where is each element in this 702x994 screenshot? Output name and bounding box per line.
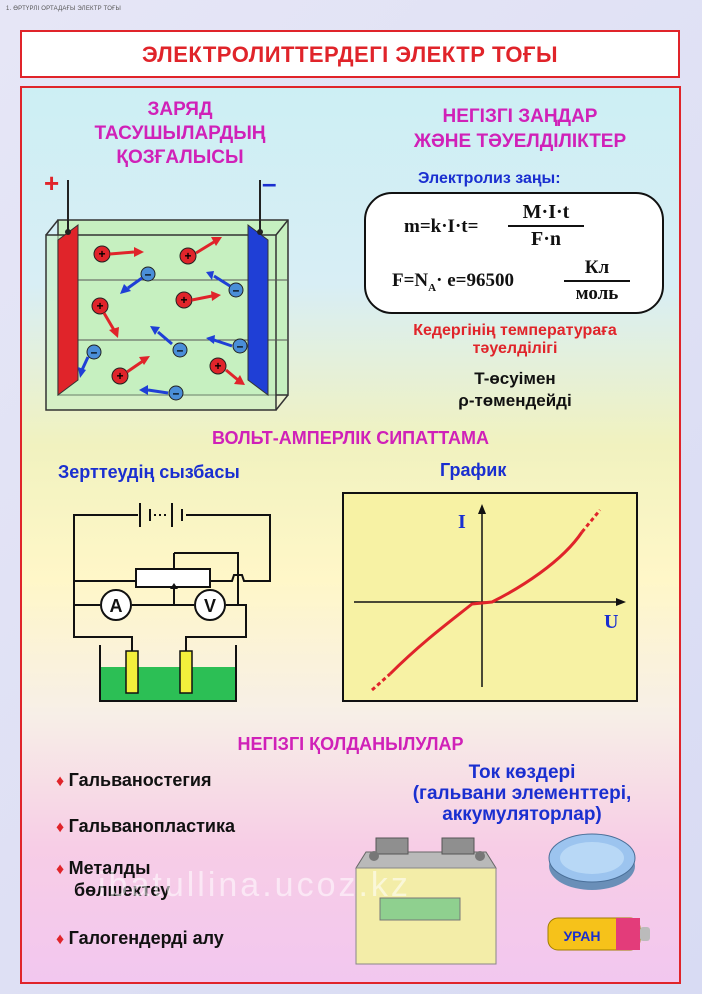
graph-label: График: [440, 460, 507, 480]
battery-brand-label: УРАН: [563, 928, 600, 944]
positive-ion: +: [91, 297, 119, 338]
negative-ion: –: [139, 385, 184, 401]
svg-text:–: –: [173, 386, 180, 400]
svg-text:+: +: [96, 299, 103, 313]
formula2-left: F=NA· e=96500: [392, 270, 514, 294]
formula1-left: m=k·I·t=: [404, 216, 479, 237]
laws-section-title: НЕГІЗГІ ЗАҢДАР ЖӘНЕ ТӘУЕЛДІЛІКТЕР: [413, 106, 627, 152]
svg-text:–: –: [145, 267, 152, 281]
power-sources-title: Ток көздері (гальвани элементтері, аккум…: [412, 762, 632, 825]
formula1-fraction: M·I·t F·n: [508, 200, 584, 252]
small-caption: 1. ӨРТҮРЛІ ОРТАДАҒЫ ЭЛЕКТР ТОҒЫ: [6, 6, 122, 12]
svg-text:+: +: [116, 369, 123, 383]
electrolysis-vessel: + + + + + + – – – – – –: [45, 180, 289, 411]
temperature-dependence-text: T-өсуімен ρ-төмендейді: [458, 369, 572, 410]
svg-text:+: +: [180, 293, 187, 307]
ammeter-label: A: [110, 596, 123, 616]
minus-sign: –: [262, 168, 277, 198]
negative-ion: –: [120, 266, 156, 294]
axis-i-label: I: [458, 511, 466, 533]
svg-text:–: –: [233, 283, 240, 297]
svg-text:–: –: [237, 339, 244, 353]
positive-ion: +: [111, 356, 150, 385]
axis-u-label: U: [604, 611, 618, 633]
formula-box: [364, 192, 664, 314]
watermark: ibatullina.ucoz.kz: [98, 866, 411, 904]
aa-battery-image: УРАН: [547, 917, 650, 951]
negative-ion: –: [150, 326, 188, 358]
positive-ion: +: [175, 291, 221, 309]
positive-ion: +: [209, 357, 245, 385]
list-item: ♦ Гальванопластика: [56, 816, 236, 836]
applications-title: НЕГІЗГІ ҚОЛДАНЫЛУЛАР: [237, 734, 464, 754]
plus-sign: +: [44, 168, 60, 198]
negative-ion: –: [78, 344, 102, 378]
charge-section-title: ЗАРЯД ТАСУШЫЛАРДЫҢ ҚОЗҒАЛЫСЫ: [94, 99, 266, 168]
voltmeter-label: V: [204, 596, 216, 616]
va-graph: I U: [342, 492, 638, 702]
positive-ion: +: [179, 237, 222, 265]
scheme-label: Зерттеудің сызбасы: [58, 462, 240, 482]
positive-ion: +: [93, 245, 144, 263]
svg-text:+: +: [184, 249, 191, 263]
negative-ion: –: [206, 271, 244, 298]
list-item: ♦ Галогендерді алу: [56, 928, 224, 948]
circuit-scheme: A V: [73, 503, 271, 702]
va-section-title: ВОЛЬТ-АМПЕРЛІК СИПАТТАМА: [211, 428, 490, 448]
coin-cell-image: [548, 833, 636, 890]
negative-ion: –: [206, 335, 248, 354]
electrolysis-law-label: Электролиз заңы:: [418, 170, 561, 187]
svg-text:–: –: [177, 343, 184, 357]
formula2-fraction: Кл моль: [564, 256, 630, 306]
temperature-dependence-title: Кедергінің температураға тәуелділігі: [413, 322, 617, 357]
page-title: ЭЛЕКТРОЛИТТЕРДЕГІ ЭЛЕКТР ТОҒЫ: [20, 30, 680, 78]
list-item: ♦ Гальваностегия: [56, 770, 212, 790]
svg-text:+: +: [214, 359, 221, 373]
svg-text:–: –: [91, 345, 98, 359]
svg-text:+: +: [98, 247, 105, 261]
accumulator-image: [355, 837, 497, 965]
